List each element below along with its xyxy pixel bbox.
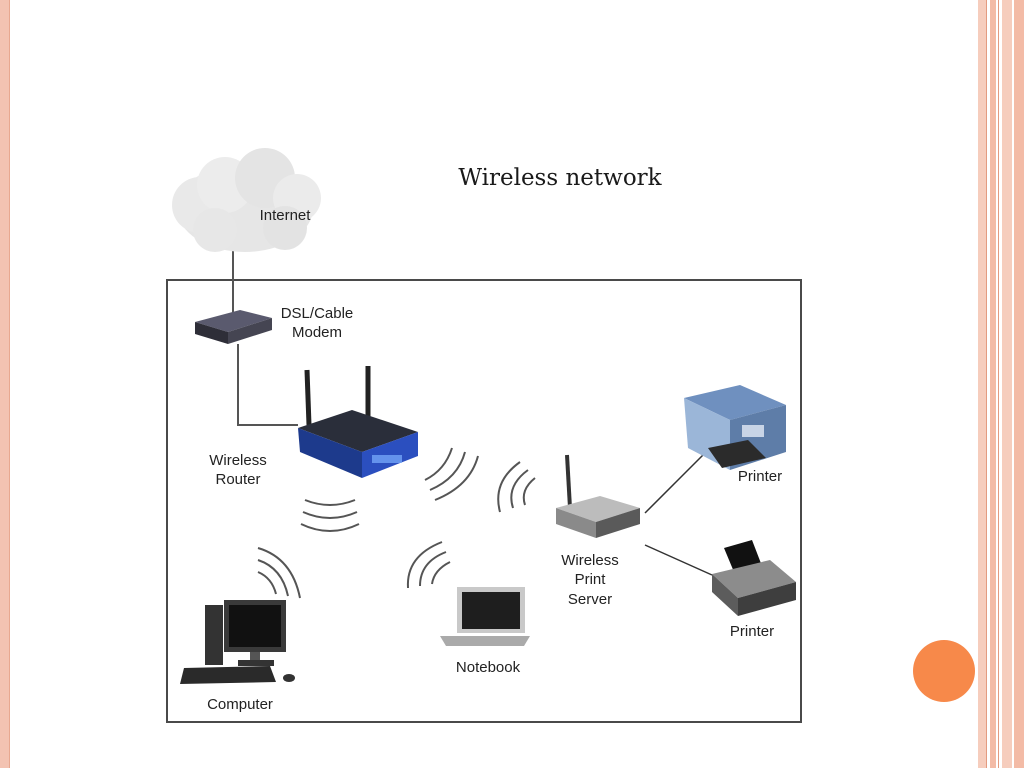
print-server-label-line3: Server bbox=[567, 591, 613, 608]
server-printer-top-link bbox=[644, 454, 704, 514]
modem-router-link bbox=[237, 344, 298, 426]
notebook-icon bbox=[440, 587, 530, 646]
cloud-icon bbox=[172, 148, 321, 252]
slide-title: Wireless network bbox=[458, 165, 662, 191]
print-server-label-line1: Wireless bbox=[561, 552, 619, 569]
accent-circle bbox=[913, 640, 975, 702]
computer-icon bbox=[180, 600, 295, 684]
computer-label: Computer bbox=[207, 696, 273, 713]
slide-left-border bbox=[0, 0, 10, 768]
printer-bottom-label: Printer bbox=[729, 623, 775, 640]
router-label-line1: Wireless bbox=[209, 452, 267, 469]
router-wifi-signal bbox=[300, 447, 479, 532]
server-wifi-signal bbox=[497, 461, 536, 513]
computer-wifi-signal bbox=[257, 547, 301, 599]
modem-label-line1: DSL/Cable bbox=[280, 305, 354, 322]
router-icon bbox=[298, 366, 418, 478]
notebook-label: Notebook bbox=[455, 659, 521, 676]
printer-top-label: Printer bbox=[737, 468, 783, 485]
slide-right-border bbox=[978, 0, 1024, 768]
notebook-wifi-signal bbox=[406, 541, 451, 589]
print-server-label-line2: Print bbox=[574, 571, 606, 588]
modem-label-line2: Modem bbox=[291, 324, 343, 341]
print-server-icon bbox=[556, 454, 640, 538]
internet-label: Internet bbox=[259, 207, 311, 224]
printer-bottom-icon bbox=[712, 540, 796, 616]
modem-icon bbox=[195, 310, 272, 344]
server-printer-bottom-link bbox=[644, 544, 713, 576]
printer-top-icon bbox=[684, 385, 786, 470]
router-label-line2: Router bbox=[215, 471, 261, 488]
